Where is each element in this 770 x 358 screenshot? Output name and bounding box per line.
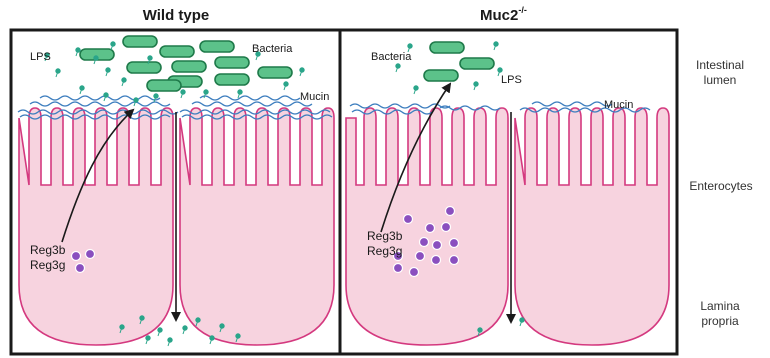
lps-molecule bbox=[181, 90, 185, 98]
lps-molecule bbox=[300, 68, 304, 76]
mucin-strand bbox=[200, 96, 300, 100]
wild-type-title: Wild type bbox=[143, 7, 210, 24]
mucin-strand bbox=[532, 102, 612, 106]
reg3g-label-muc2: Reg3g bbox=[367, 244, 402, 258]
bacterium bbox=[258, 67, 292, 78]
mucin-strand bbox=[440, 106, 500, 110]
reg3-protein bbox=[416, 252, 425, 261]
bacterium bbox=[147, 80, 181, 91]
bacterium bbox=[127, 62, 161, 73]
lps-molecule bbox=[183, 326, 187, 334]
lps-molecule bbox=[146, 336, 150, 344]
mucin-strand bbox=[40, 96, 160, 100]
intestinal-lumen-label-line1: Intestinal bbox=[696, 58, 744, 72]
bacteria-label-wt: Bacteria bbox=[252, 43, 293, 55]
reg3-protein bbox=[433, 241, 442, 250]
reg3-protein bbox=[420, 238, 429, 247]
lps-molecule bbox=[520, 318, 524, 326]
lps-molecule bbox=[414, 86, 418, 94]
lps-molecule bbox=[284, 82, 288, 90]
reg3-protein bbox=[410, 268, 419, 277]
bacteria-group-muc2 bbox=[424, 42, 494, 81]
lps-molecule bbox=[122, 78, 126, 86]
reg3-protein bbox=[450, 256, 459, 265]
mucin-label-muc2: Mucin bbox=[604, 99, 633, 111]
lps-molecule bbox=[134, 98, 138, 106]
reg3b-label-wt: Reg3b bbox=[30, 243, 66, 257]
bacterium bbox=[460, 58, 494, 69]
reg3-protein bbox=[446, 207, 455, 216]
lamina-propria-label-line2: propria bbox=[701, 314, 739, 328]
enterocytes-label: Enterocytes bbox=[689, 179, 752, 193]
lps-molecule bbox=[154, 94, 158, 102]
reg3g-label-wt: Reg3g bbox=[30, 258, 65, 272]
lps-molecule bbox=[494, 42, 498, 50]
bacteria-label-muc2: Bacteria bbox=[371, 51, 412, 63]
reg3-protein bbox=[72, 252, 81, 261]
enterocyte-wt-left bbox=[19, 108, 173, 345]
reg3-protein bbox=[394, 264, 403, 273]
bacterium bbox=[200, 41, 234, 52]
reg3b-label-muc2: Reg3b bbox=[367, 229, 403, 243]
reg3-protein bbox=[404, 215, 413, 224]
lps-molecule bbox=[168, 338, 172, 346]
bacterium bbox=[424, 70, 458, 81]
lps-molecule bbox=[210, 336, 214, 344]
reg3-protein bbox=[442, 223, 451, 232]
mucin-label-wt: Mucin bbox=[300, 91, 329, 103]
bacterium bbox=[215, 74, 249, 85]
muc2-title-superscript: -/- bbox=[518, 5, 527, 15]
lps-label-wt: LPS bbox=[30, 51, 51, 63]
intestinal-lumen-label-line2: lumen bbox=[704, 73, 737, 87]
bacterium bbox=[160, 46, 194, 57]
lps-label-muc2: LPS bbox=[501, 74, 522, 86]
lps-molecule bbox=[104, 93, 108, 101]
bacterium bbox=[123, 36, 157, 47]
lps-molecule bbox=[158, 328, 162, 336]
lps-molecule bbox=[80, 86, 84, 94]
reg3-protein bbox=[426, 224, 435, 233]
bacterium bbox=[172, 61, 206, 72]
bacterium bbox=[430, 42, 464, 53]
mucin-strand bbox=[192, 102, 312, 106]
lps-molecule bbox=[106, 68, 110, 76]
reg3-protein bbox=[432, 256, 441, 265]
lps-molecule bbox=[56, 69, 60, 77]
enterocyte-muc2-right bbox=[515, 108, 669, 345]
enterocytes-layer bbox=[19, 108, 669, 345]
lps-molecule bbox=[94, 56, 98, 64]
reg3-protein bbox=[76, 264, 85, 273]
mucin-strand bbox=[30, 102, 170, 106]
lamina-propria-label-line1: Lamina bbox=[700, 299, 740, 313]
lps-molecule bbox=[111, 42, 115, 50]
bacterium bbox=[215, 57, 249, 68]
lps-molecule bbox=[474, 82, 478, 90]
muc2-title-base: Muc2 bbox=[480, 7, 518, 24]
muc2-title: Muc2-/- bbox=[480, 5, 527, 24]
lps-molecule bbox=[396, 64, 400, 72]
enterocyte-wt-right bbox=[180, 108, 334, 345]
reg3-protein bbox=[86, 250, 95, 259]
reg3-protein bbox=[450, 239, 459, 248]
